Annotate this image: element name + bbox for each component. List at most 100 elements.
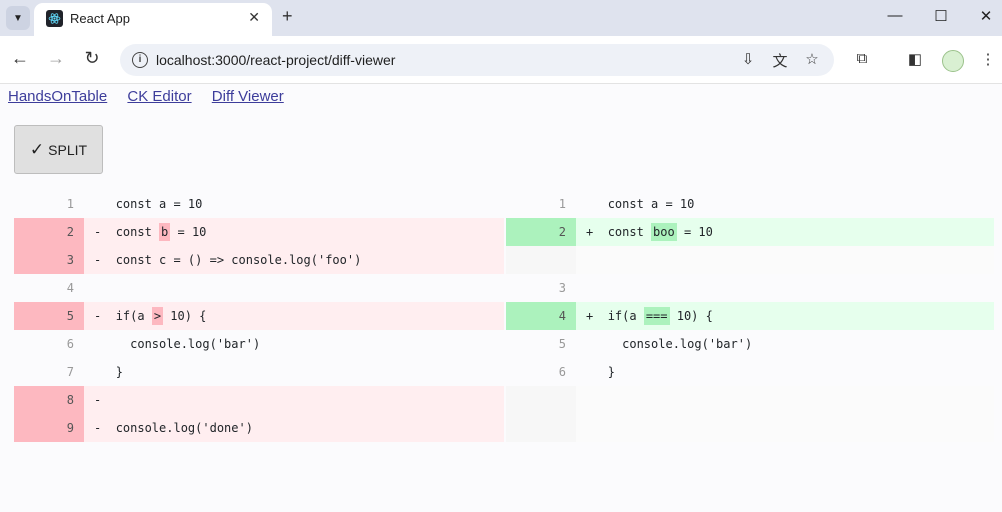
tab-title: React App	[70, 11, 130, 26]
right-line-number[interactable]: 4	[506, 302, 576, 330]
translate-icon[interactable]: 文	[772, 53, 788, 70]
nav-links: HandsOnTable CK Editor Diff Viewer	[8, 88, 300, 105]
forward-arrow-icon[interactable]: →	[47, 48, 65, 68]
left-line-number[interactable]: 6	[66, 337, 74, 351]
split-button-label: SPLIT	[48, 141, 88, 158]
extensions-puzzle-icon[interactable]: ⧉	[856, 50, 868, 67]
code-text: const	[607, 225, 652, 239]
code-text: 10) {	[669, 309, 713, 323]
right-line-number[interactable]: 3	[558, 281, 566, 295]
left-line-number[interactable]: 7	[66, 365, 74, 379]
right-line-number[interactable]	[506, 414, 576, 442]
minimize-icon[interactable]: —	[887, 7, 903, 24]
code-text: if(a	[115, 309, 152, 323]
code-text: }	[607, 365, 615, 379]
browser-tab[interactable]: React App ✕	[34, 3, 272, 36]
right-code-line: + const boo = 10	[576, 218, 994, 246]
left-line-number[interactable]: 3	[14, 246, 84, 274]
nav-link-handsontable[interactable]: HandsOnTable	[8, 88, 108, 105]
diff-marker	[586, 365, 608, 379]
address-bar[interactable]: i localhost:3000/react-project/diff-view…	[120, 44, 834, 76]
left-line-number[interactable]: 8	[14, 386, 84, 414]
reload-icon[interactable]: ↻	[84, 48, 100, 68]
tab-close-icon[interactable]: ✕	[248, 9, 260, 25]
left-code-line: - const b = 10	[84, 218, 504, 246]
right-code-line	[576, 386, 994, 414]
maximize-icon[interactable]: ☐	[934, 8, 948, 25]
diff-marker	[94, 281, 116, 295]
check-icon: ✓	[29, 139, 45, 159]
code-text: const a = 10	[607, 197, 695, 211]
nav-link-ck-editor[interactable]: CK Editor	[127, 88, 192, 105]
code-text: 10) {	[163, 309, 207, 323]
tab-search-chevron-icon[interactable]: ▼	[6, 6, 30, 30]
left-code-line: - if(a > 10) {	[84, 302, 504, 330]
back-arrow-icon[interactable]: ←	[11, 48, 29, 68]
word-diff-highlight: boo	[651, 223, 677, 241]
profile-avatar[interactable]	[942, 50, 964, 72]
word-diff-highlight: b	[159, 223, 171, 241]
diff-marker	[94, 337, 116, 351]
right-code-line	[576, 274, 994, 302]
new-tab-icon[interactable]: +	[282, 6, 293, 26]
tab-strip: ▼ React App ✕ + — ☐ ✕	[0, 0, 1002, 36]
diff-marker: -	[94, 421, 116, 435]
right-line-number[interactable]	[506, 386, 576, 414]
right-line-number[interactable]	[506, 246, 576, 274]
left-line-number[interactable]: 9	[14, 414, 84, 442]
diff-row: 5- if(a > 10) {4+ if(a === 10) {	[14, 302, 994, 330]
diff-marker: +	[586, 309, 608, 323]
diff-row: 3- const c = () => console.log('foo')	[14, 246, 994, 274]
right-code-line: + if(a === 10) {	[576, 302, 994, 330]
browser-toolbar: ← → ↻ i localhost:3000/react-project/dif…	[0, 36, 1002, 84]
code-text: console.log('bar')	[115, 337, 261, 351]
code-text: if(a	[607, 309, 644, 323]
code-text: const c = () => console.log('foo')	[115, 253, 362, 267]
nav-link-diff-viewer[interactable]: Diff Viewer	[211, 88, 284, 105]
react-logo-icon	[46, 10, 63, 27]
code-text: const	[115, 225, 160, 239]
left-line-number[interactable]: 1	[66, 197, 74, 211]
right-line-number[interactable]: 6	[558, 365, 566, 379]
menu-kebab-icon[interactable]: ⋮	[980, 51, 996, 68]
left-code-line: - const c = () => console.log('foo')	[84, 246, 504, 274]
diff-marker	[94, 197, 116, 211]
diff-row: 9- console.log('done')	[14, 414, 994, 442]
window-close-icon[interactable]: ✕	[979, 8, 993, 25]
diff-marker: -	[94, 253, 116, 267]
install-app-icon[interactable]: ⇩	[741, 51, 755, 68]
diff-marker: -	[94, 225, 116, 239]
right-code-line: }	[576, 358, 994, 386]
diff-marker	[586, 337, 608, 351]
side-panel-icon[interactable]: ◧	[907, 51, 923, 68]
split-toggle-button[interactable]: ✓ SPLIT	[14, 125, 103, 174]
left-code-line: -	[84, 386, 504, 414]
diff-row: 7 }6 }	[14, 358, 994, 386]
left-code-line: - console.log('done')	[84, 414, 504, 442]
right-code-line	[576, 414, 994, 442]
right-line-number[interactable]: 1	[558, 197, 566, 211]
url-text[interactable]: localhost:3000/react-project/diff-viewer	[156, 52, 396, 68]
right-code-line: console.log('bar')	[576, 330, 994, 358]
word-diff-highlight: ===	[643, 307, 670, 325]
site-info-icon[interactable]: i	[132, 52, 148, 68]
bookmark-star-icon[interactable]: ☆	[805, 51, 819, 68]
diff-row: 4 3	[14, 274, 994, 302]
left-code-line: console.log('bar')	[84, 330, 504, 358]
diff-marker	[586, 281, 608, 295]
diff-row: 6 console.log('bar') 5 console.log('bar')	[14, 330, 994, 358]
right-line-number[interactable]: 2	[506, 218, 576, 246]
word-diff-highlight: >	[151, 307, 164, 325]
diff-marker: -	[94, 309, 116, 323]
code-text: = 10	[676, 225, 713, 239]
left-line-number[interactable]: 2	[14, 218, 84, 246]
right-line-number[interactable]: 5	[558, 337, 566, 351]
code-text: = 10	[170, 225, 207, 239]
diff-marker: +	[586, 225, 608, 239]
left-line-number[interactable]: 4	[66, 281, 74, 295]
diff-row: 8-	[14, 386, 994, 414]
left-line-number[interactable]: 5	[14, 302, 84, 330]
